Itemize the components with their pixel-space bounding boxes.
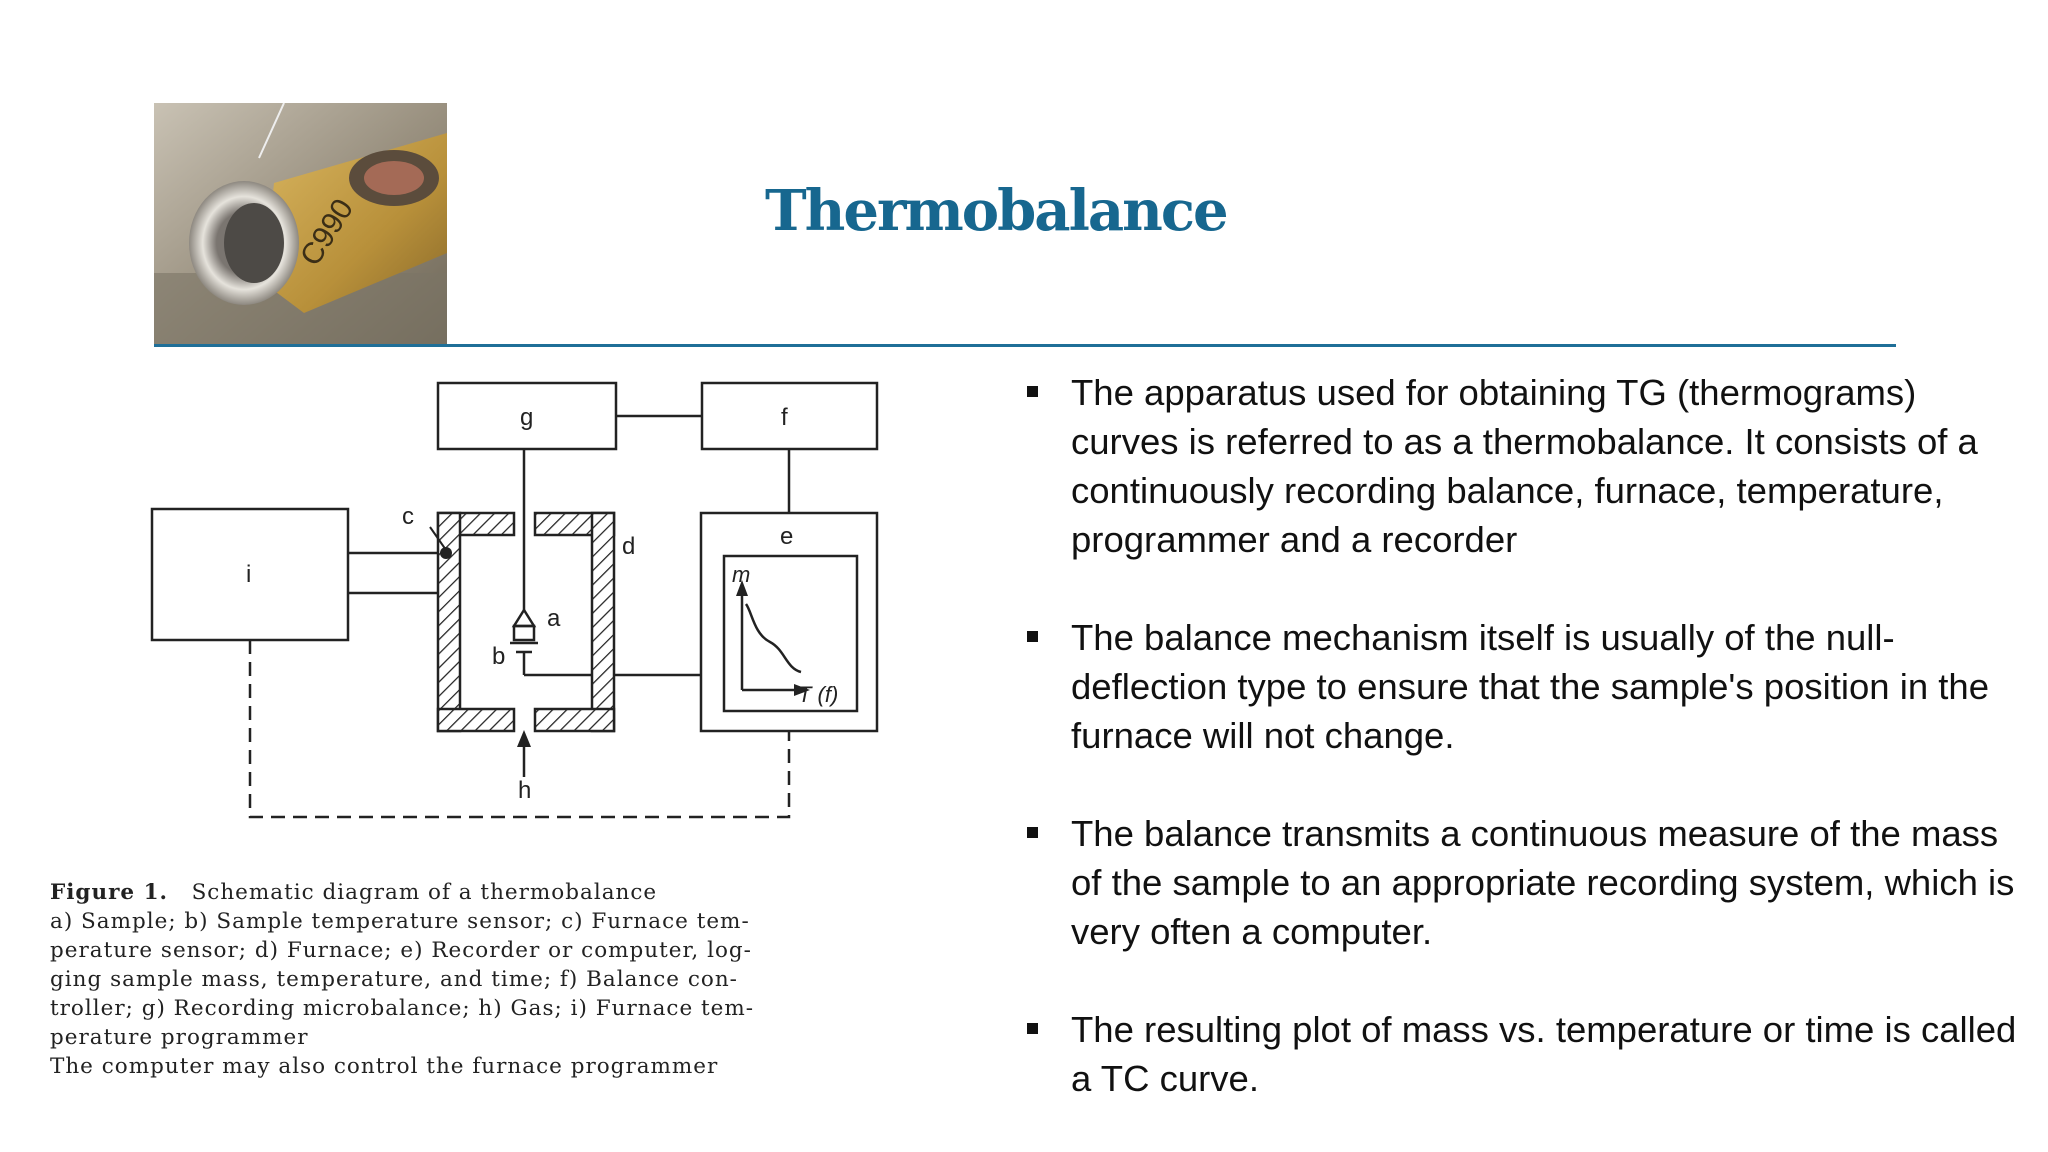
bullet-text: The apparatus used for obtaining TG (the… (1071, 372, 1978, 560)
bullet-text: The resulting plot of mass vs. temperatu… (1071, 1009, 2017, 1099)
label-a: a (547, 605, 561, 632)
square-bullet-icon (1027, 1023, 1038, 1034)
label-g: g (520, 404, 533, 431)
figure-title: Schematic diagram of a thermobalance (191, 880, 658, 905)
figure-label: Figure 1. (50, 880, 169, 905)
bullet-text: The balance mechanism itself is usually … (1071, 617, 1990, 756)
caption-line: The computer may also control the furnac… (50, 1054, 719, 1079)
balance-controller-box (700, 381, 879, 451)
caption-line: a) Sample; b) Sample temperature sensor;… (50, 909, 750, 934)
label-h: h (518, 777, 531, 804)
bullet-item: The resulting plot of mass vs. temperatu… (1020, 1005, 2030, 1103)
label-f: f (781, 404, 788, 431)
label-b: b (492, 643, 505, 670)
page-title: Thermobalance (765, 178, 1229, 244)
label-d: d (622, 533, 635, 560)
square-bullet-icon (1027, 827, 1038, 838)
square-bullet-icon (1027, 386, 1038, 397)
bullet-item: The apparatus used for obtaining TG (the… (1020, 368, 2030, 564)
caption-line: ging sample mass, temperature, and time;… (50, 967, 738, 992)
thermobalance-schematic: g f i e d c a b h m T (f) (140, 372, 900, 832)
label-t: T (f) (798, 682, 838, 707)
caption-heading: Figure 1. Schematic diagram of a thermob… (50, 878, 990, 907)
label-c: c (402, 503, 414, 530)
bullet-list: The apparatus used for obtaining TG (the… (1020, 368, 2030, 1152)
caption-line: perature programmer (50, 1025, 309, 1050)
bullet-text: The balance transmits a continuous measu… (1071, 813, 2015, 952)
figure-caption: Figure 1. Schematic diagram of a thermob… (50, 878, 990, 1081)
label-m: m (732, 562, 750, 587)
caption-line: perature sensor; d) Furnace; e) Recorder… (50, 938, 752, 963)
furnace (436, 511, 616, 733)
thermobalance-photo: C990 (154, 103, 447, 345)
square-bullet-icon (1027, 631, 1038, 642)
bullet-item: The balance transmits a continuous measu… (1020, 809, 2030, 956)
label-e: e (780, 523, 793, 550)
title-divider (154, 344, 1896, 347)
bullet-item: The balance mechanism itself is usually … (1020, 613, 2030, 760)
label-i: i (246, 561, 251, 588)
caption-line: troller; g) Recording microbalance; h) G… (50, 996, 755, 1021)
